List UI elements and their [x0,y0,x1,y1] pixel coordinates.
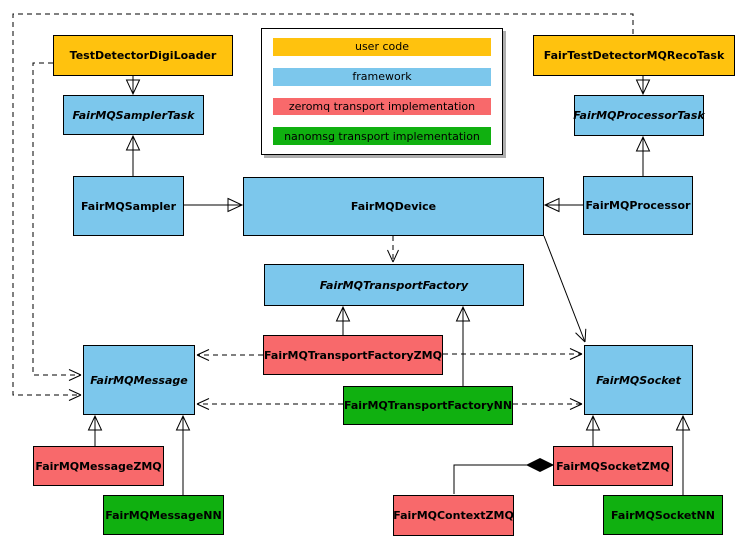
node-testdetectordigiloader: TestDetectorDigiLoader [53,35,233,76]
node-fairmqsampler: FairMQSampler [73,176,184,236]
node-fairmqsamplertask: FairMQSamplerTask [63,95,204,135]
node-fairmqsocketzmq: FairMQSocketZMQ [553,446,673,486]
node-fairmqtransportfactory: FairMQTransportFactory [264,264,524,306]
node-fairmqmessage: FairMQMessage [83,345,195,415]
legend-item-nanomsg: nanomsg transport implementation [273,127,491,145]
node-fairmqtransportfactoryzmq: FairMQTransportFactoryZMQ [263,335,443,375]
node-fairmqprocessortask: FairMQProcessorTask [573,95,705,136]
node-fairmqmessagezmq: FairMQMessageZMQ [33,446,164,486]
association-arrow-device-to-socket [543,235,587,343]
legend-box: user code framework zeromq transport imp… [261,28,503,155]
node-fairmqcontextzmq: FairMQContextZMQ [393,495,514,536]
node-fairmqprocessor: FairMQProcessor [583,176,693,235]
composition-diamond-icon [525,457,555,473]
legend-item-user-code: user code [273,38,491,56]
node-fairmqtransportfactorynn: FairMQTransportFactoryNN [343,386,513,425]
legend-item-zeromq: zeromq transport implementation [273,97,491,116]
node-fairmqmessagenn: FairMQMessageNN [103,495,224,535]
node-fairmqsocketnn: FairMQSocketNN [603,495,723,535]
node-fairmqsocket: FairMQSocket [584,345,693,415]
node-fairtestdetectormqrecotask: FairTestDetectorMQRecoTask [533,35,735,76]
composition-link-socketzmq-to-contextzmq [453,457,555,494]
node-fairmqdevice: FairMQDevice [243,177,544,236]
legend-item-framework: framework [273,67,491,86]
